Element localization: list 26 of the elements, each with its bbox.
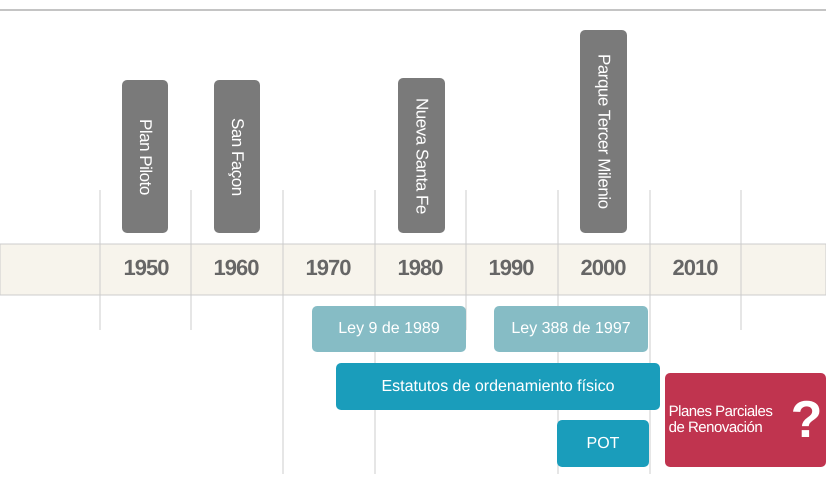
box-label: Plan Piloto <box>135 118 155 194</box>
box-label: San Façon <box>227 118 247 196</box>
plan-box <box>557 420 649 467</box>
year-label: 2010 <box>672 255 718 281</box>
box-label: Ley 388 de 1997 <box>511 320 631 338</box>
box-label: Parque Tercer Milenio <box>594 54 614 209</box>
box-label: Nueva Santa Fe <box>412 98 432 214</box>
year-label: 1980 <box>396 255 444 281</box>
box-label: POT <box>586 434 620 452</box>
project-box <box>398 78 445 233</box>
year-label: 1950 <box>122 255 170 281</box>
project-box <box>580 30 627 233</box>
law-box <box>494 306 648 352</box>
project-box <box>214 80 260 233</box>
law-box <box>312 306 466 352</box>
year-label: 2000 <box>580 255 626 281</box>
box-label: Ley 9 de 1989 <box>338 320 440 338</box>
box-label: Estatutos de ordenamiento físico <box>381 378 615 396</box>
year-label: 1970 <box>304 255 352 281</box>
plan-box <box>336 363 660 410</box>
year-label: 1960 <box>212 255 260 281</box>
project-box <box>122 80 168 233</box>
question-mark: ? <box>790 390 822 450</box>
year-label: 1990 <box>488 255 534 281</box>
box-label: Planes Parciales de Renovación <box>668 404 774 436</box>
future-plan-box <box>665 373 826 467</box>
